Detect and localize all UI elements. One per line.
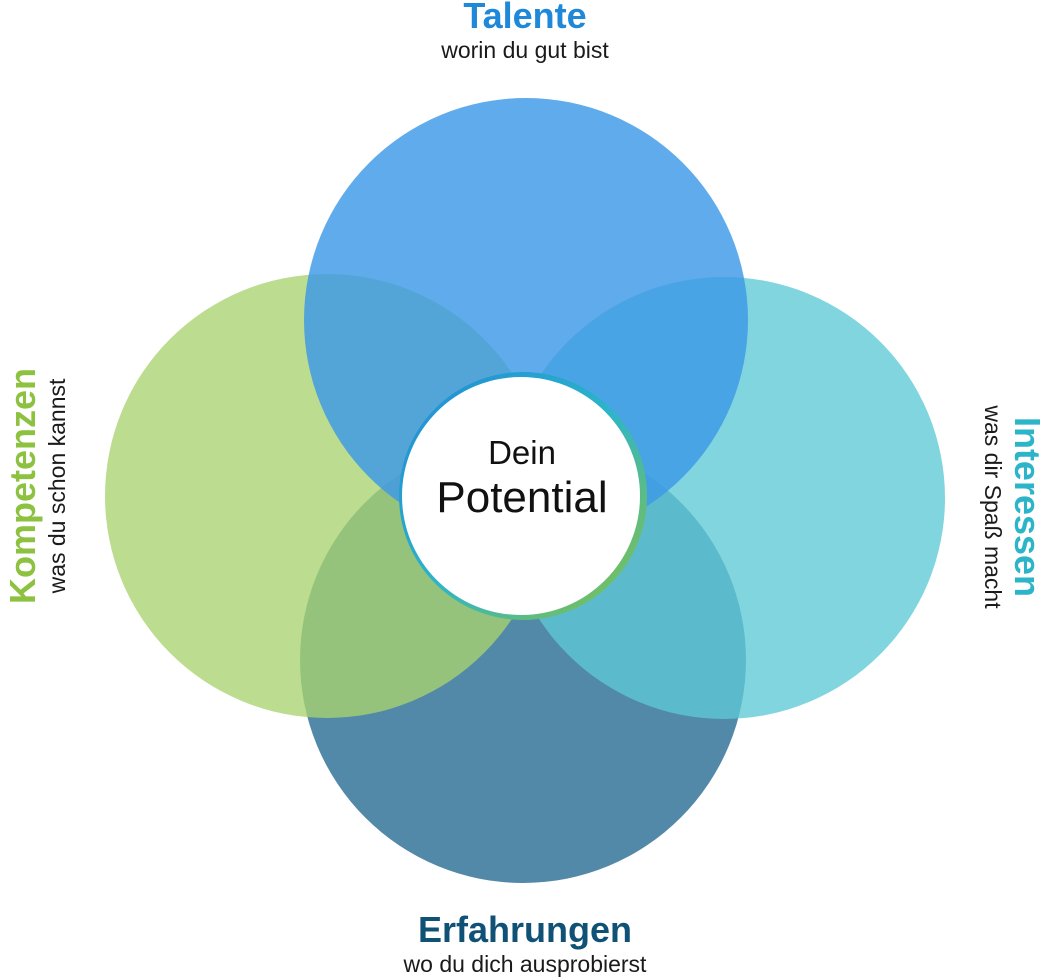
center-circle <box>402 377 640 615</box>
title-talente: Talente <box>463 0 587 36</box>
title-kompetenzen: Kompetenzen <box>2 367 43 605</box>
subtitle-talente: worin du gut bist <box>441 37 609 63</box>
label-kompetenzen: Kompetenzen was du schon kannst <box>2 356 71 616</box>
subtitle-erfahrungen: wo du dich ausprobierst <box>403 951 647 977</box>
subtitle-kompetenzen: was du schon kannst <box>44 378 70 594</box>
label-talente: Talente worin du gut bist <box>325 0 725 64</box>
center-line-dein: Dein <box>488 434 556 471</box>
title-interessen: Interessen <box>1007 416 1048 598</box>
title-erfahrungen: Erfahrungen <box>417 909 632 950</box>
center-label: Dein Potential <box>402 433 642 523</box>
subtitle-interessen: was dir Spaß macht <box>980 405 1006 609</box>
label-erfahrungen: Erfahrungen wo du dich ausprobierst <box>325 910 725 978</box>
label-interessen: Interessen was dir Spaß macht <box>979 377 1048 637</box>
circle-talente <box>304 98 748 542</box>
center-line-potential: Potential <box>436 473 608 522</box>
